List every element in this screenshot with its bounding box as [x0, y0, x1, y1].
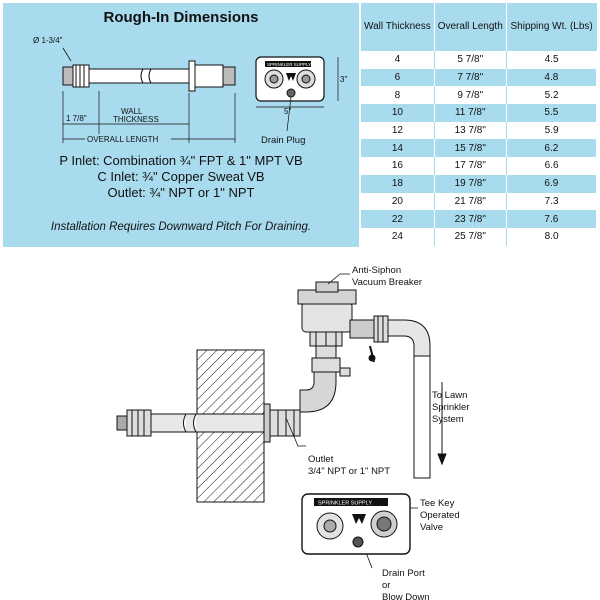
dimension-table: Wall Thickness Overall Length Shipping W… [361, 3, 598, 246]
spec-c-inlet: C Inlet: ¾" Copper Sweat VB [97, 169, 265, 184]
height-label: 3" [340, 75, 347, 84]
sprinkler-supply-plate: SPRINKLER SUPPLY [301, 493, 411, 555]
header-shipping-weight: Shipping Wt. (Lbs) [506, 3, 597, 51]
header-overall-length: Overall Length [434, 3, 507, 51]
cell-wall: 24 [361, 227, 435, 246]
inlet-pipe [116, 403, 301, 443]
flow-arrow [437, 382, 447, 466]
rough-in-drawing: Ø 1-3/4" WALL THICKNESS 1 7/8" O [33, 36, 347, 146]
diameter-label: Ø 1-3/4" [33, 36, 63, 45]
cell-length: 21 7/8" [434, 192, 507, 211]
cell-length: 15 7/8" [434, 139, 507, 158]
to-lawn-label-2: Sprinkler [432, 402, 470, 413]
cell-weight: 4.8 [506, 68, 598, 87]
to-lawn-label-3: System [432, 414, 464, 425]
cell-wall: 10 [361, 104, 435, 122]
plate-front-view: SPRINKLER SUPPLY [255, 56, 325, 102]
cell-length: 23 7/8" [434, 210, 507, 228]
tee-key-label-2: Operated [420, 510, 460, 521]
pipe-side-view [62, 60, 236, 92]
overall-length-label: OVERALL LENGTH [87, 135, 159, 144]
installation-note: Installation Requires Downward Pitch For… [50, 221, 312, 233]
cell-length: 11 7/8" [434, 104, 507, 122]
vacuum-breaker [297, 281, 431, 479]
svg-text:THICKNESS: THICKNESS [113, 115, 159, 124]
cell-weight: 5.5 [506, 104, 598, 122]
installation-diagram: Anti-Siphon Vacuum Breaker To Lawn Sprin… [116, 265, 470, 600]
spec-p-inlet: P Inlet: Combination ¾" FPT & 1" MPT VB [59, 153, 303, 168]
cell-wall: 12 [361, 121, 435, 140]
outlet-label-1: Outlet [308, 454, 334, 465]
drain-port-label-1: Drain Port [382, 568, 425, 579]
cell-wall: 6 [361, 68, 435, 87]
cell-wall: 22 [361, 210, 435, 228]
plate-label: SPRINKLER SUPPLY [318, 501, 372, 507]
panel-title: Rough-In Dimensions [103, 9, 259, 26]
header-wall-thickness: Wall Thickness [361, 3, 435, 51]
cell-length: 9 7/8" [434, 86, 507, 105]
rough-in-panel: Rough-In Dimensions Ø 1-3/4" WALL [3, 3, 359, 247]
tee-key-label-3: Valve [420, 522, 443, 533]
wall-thickness-label: WALL [121, 107, 143, 116]
cell-weight: 8.0 [544, 231, 559, 243]
cell-wall: 14 [361, 139, 435, 158]
table-header-row: Wall Thickness Overall Length Shipping W… [361, 3, 597, 51]
elbow-riser [299, 331, 351, 413]
cell-weight: 7.3 [544, 195, 559, 207]
inlet-length-label: 1 7/8" [66, 114, 87, 123]
anti-siphon-label-1: Anti-Siphon [352, 265, 401, 276]
drain-port-label-2: or [382, 580, 390, 591]
cell-weight: 5.9 [544, 125, 559, 137]
cell-length: 25 7/8" [434, 227, 507, 246]
cell-weight: 6.9 [506, 174, 598, 193]
width-label: 5" [284, 107, 291, 116]
cell-length: 13 7/8" [434, 121, 507, 140]
to-lawn-label-1: To Lawn [432, 390, 467, 401]
cell-length: 7 7/8" [434, 68, 507, 87]
drain-plug-label: Drain Plug [261, 135, 305, 146]
cell-weight: 7.6 [506, 210, 598, 228]
cell-weight: 5.2 [544, 89, 559, 101]
plate-label: SPRINKLER SUPPLY [267, 62, 311, 67]
cell-wall: 4 [361, 51, 435, 69]
cell-wall: 8 [361, 86, 435, 105]
cell-weight: 4.5 [544, 54, 559, 66]
anti-siphon-label-2: Vacuum Breaker [352, 277, 422, 288]
cell-length: 19 7/8" [434, 174, 507, 193]
cell-weight: 6.2 [506, 139, 598, 158]
cell-wall: 16 [361, 157, 435, 175]
cell-length: 17 7/8" [434, 157, 507, 175]
outlet-label-2: 3/4" NPT or 1" NPT [308, 466, 390, 477]
tee-key-label-1: Tee Key [420, 498, 455, 509]
cell-length: 5 7/8" [434, 51, 507, 69]
drain-port-label-3: Blow Down [382, 592, 430, 600]
cell-weight: 6.6 [544, 160, 559, 172]
cell-wall: 20 [361, 192, 435, 211]
cell-wall: 18 [361, 174, 435, 193]
spec-outlet: Outlet: ¾" NPT or 1" NPT [107, 185, 255, 200]
